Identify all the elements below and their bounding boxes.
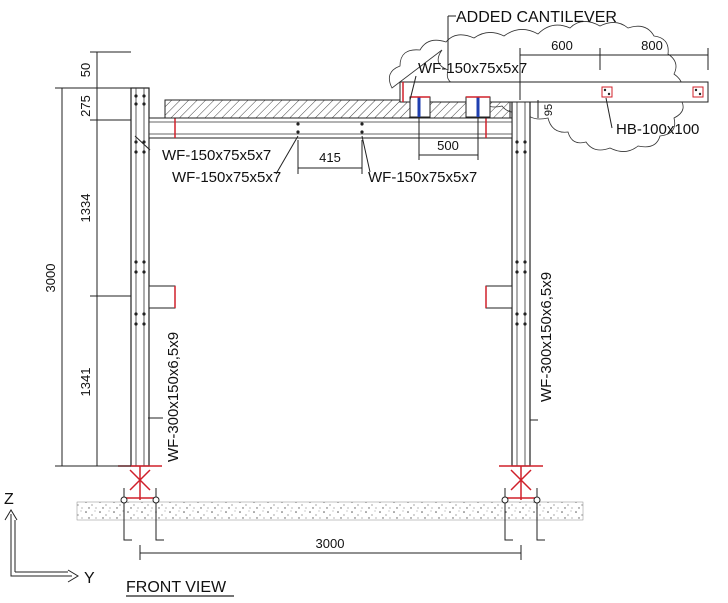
dim-cantilever-a: 600 [551,38,573,53]
drawing-title: FRONT VIEW [126,579,227,596]
left-bracket [148,285,176,309]
label-wf-right: WF-150x75x5x7 [368,169,477,186]
dim-lower-col: 1341 [78,368,93,397]
label-wf-left-1: WF-150x75x5x7 [162,147,271,164]
column-bolts [134,94,527,326]
axis-y-label: Y [84,570,95,587]
label-col-right: WF-300x150x6,5x9 [538,272,555,402]
concrete-slab [76,501,584,521]
cantilever-supports [409,96,491,118]
label-wf-cantilever: WF-150x75x5x7 [418,60,527,77]
right-base [499,465,545,541]
dim-support-spacing: 500 [437,138,459,153]
dim-span: 3000 [316,536,345,551]
axis-triad [4,509,79,583]
label-col-left: WF-300x150x6,5x9 [165,332,182,462]
hatched-deck [164,99,511,119]
vertical-dimensions [55,51,131,467]
dim-cantilever-b: 800 [641,38,663,53]
dim-upper-col: 1334 [78,194,93,223]
cantilever-beam [399,81,709,103]
right-column [511,87,531,467]
axis-z-label: Z [4,491,14,508]
dim-beam-zone: 275 [78,95,93,117]
main-beam [148,117,513,139]
callout-added-cantilever: ADDED CANTILEVER [456,9,617,26]
dim-bolt-spacing: 415 [319,150,341,165]
left-column [130,87,150,467]
dim-total-height: 3000 [43,264,58,293]
label-hb: HB-100x100 [616,121,699,138]
dim-top-gap: 50 [78,63,93,77]
label-wf-left-2: WF-150x75x5x7 [172,169,281,186]
dim-offset: 95 [543,104,555,116]
right-bracket [485,285,513,309]
